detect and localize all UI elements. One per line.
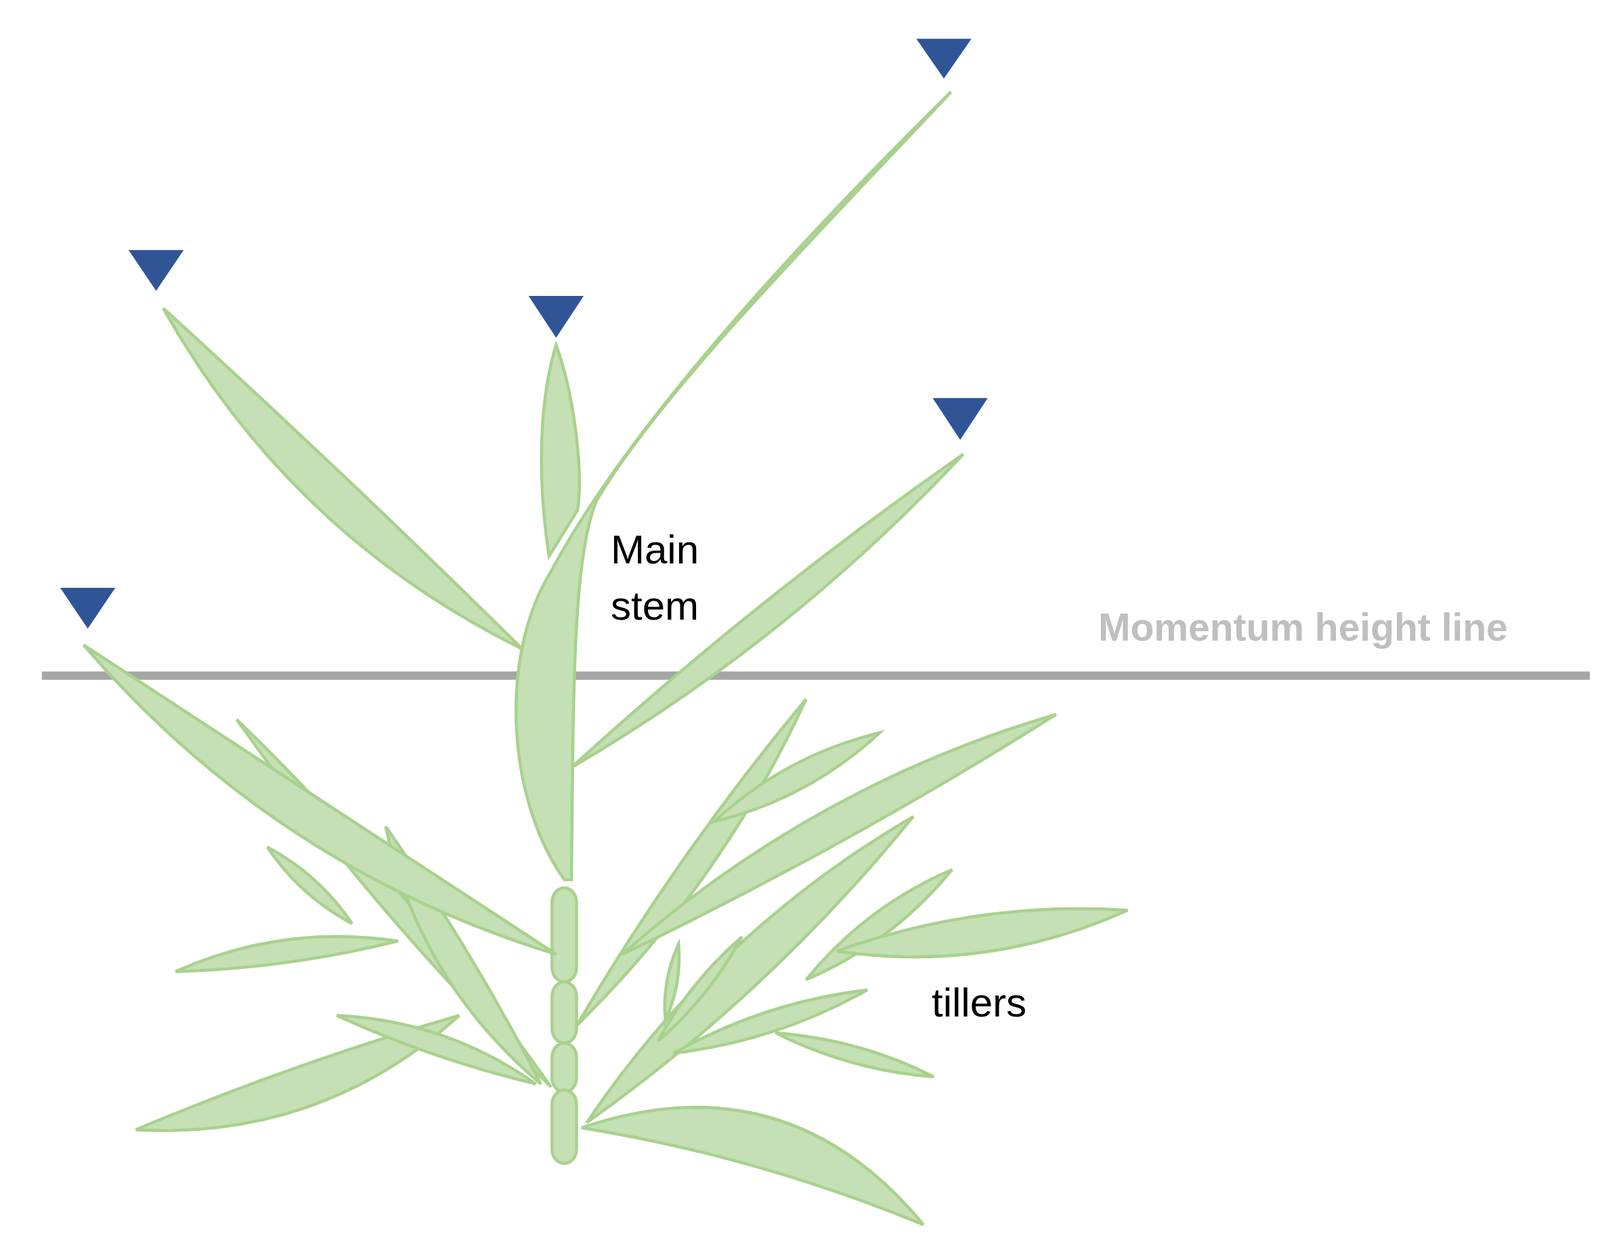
tip-marker xyxy=(916,38,971,79)
leaf xyxy=(83,644,557,955)
grass-plant xyxy=(83,92,1129,1225)
leaf xyxy=(336,1014,536,1084)
tip-marker xyxy=(932,398,988,441)
leaf xyxy=(581,1107,924,1225)
leaf xyxy=(836,908,1128,957)
leaf xyxy=(175,936,399,972)
leaf xyxy=(775,1032,934,1077)
tip-marker xyxy=(528,295,584,338)
stem-node xyxy=(551,1042,577,1092)
leaf xyxy=(515,92,951,880)
leaf xyxy=(163,308,523,649)
part-label: Main stem xyxy=(610,521,726,634)
leaf xyxy=(664,943,680,1021)
stem-node xyxy=(551,981,577,1043)
leaf xyxy=(587,816,914,1123)
stem-node xyxy=(551,887,577,982)
line-label: Momentum height line xyxy=(1098,604,1508,650)
tip-marker xyxy=(128,249,184,291)
stem-node xyxy=(551,1089,577,1164)
leaf xyxy=(541,344,580,556)
leaf xyxy=(571,454,964,768)
momentum-height-line xyxy=(41,671,1590,680)
leaf-tip-markers xyxy=(60,38,988,629)
tip-marker xyxy=(60,587,116,629)
part-label: tillers xyxy=(931,979,1027,1027)
